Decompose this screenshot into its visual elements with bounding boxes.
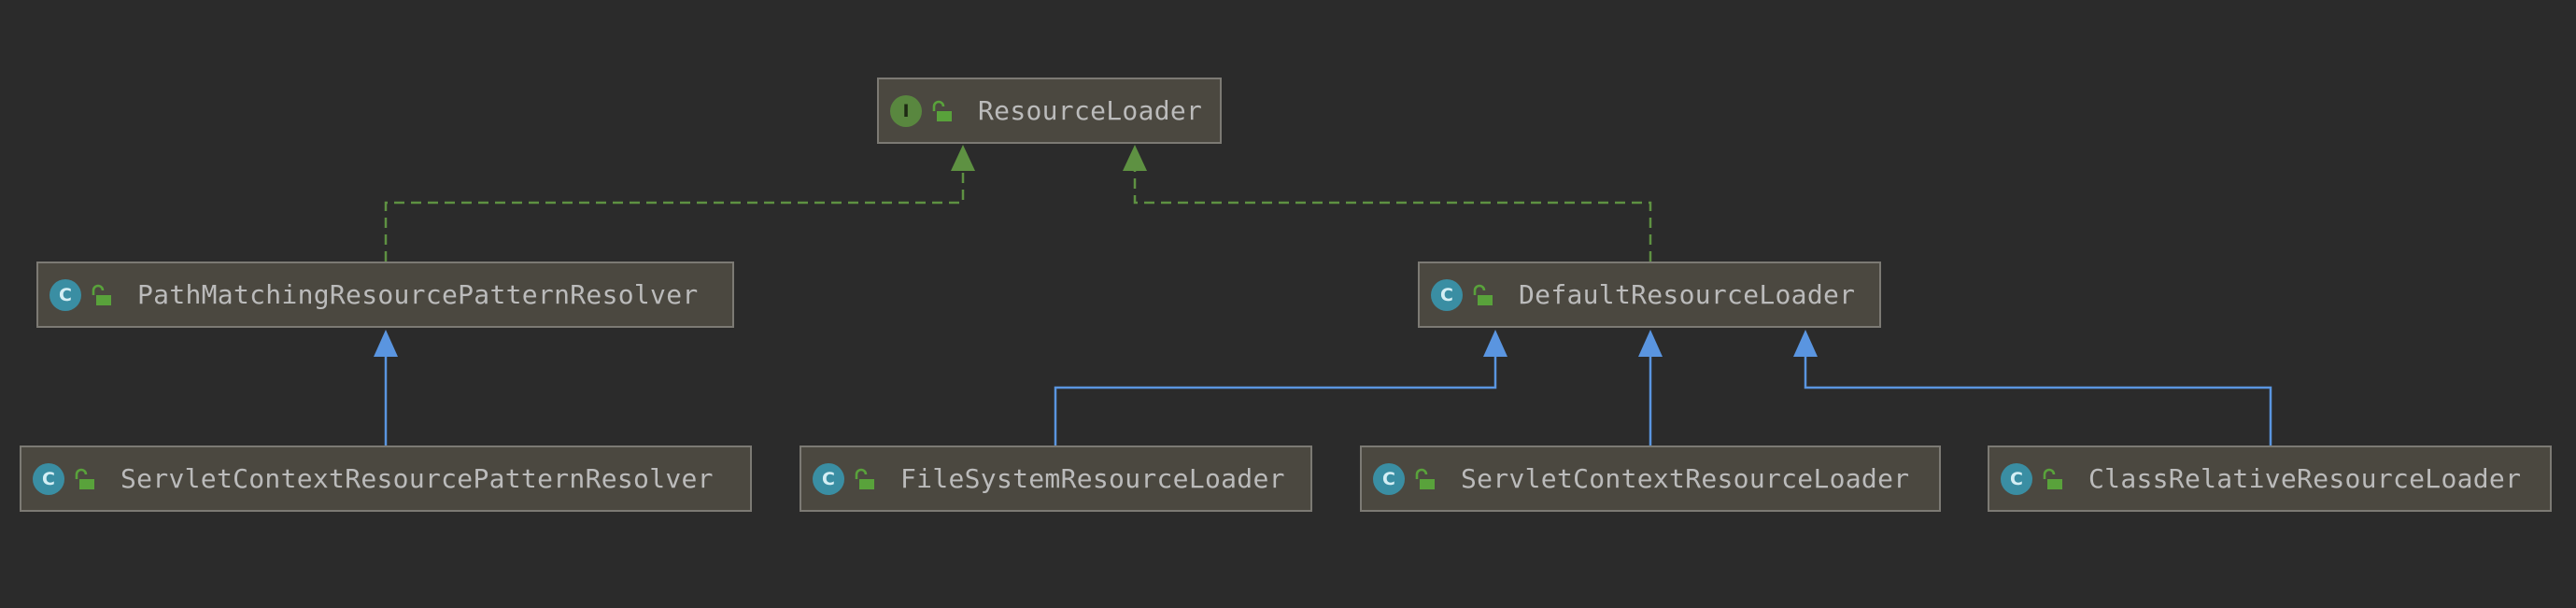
class-icon: C (1431, 278, 1463, 311)
implements-arrowhead (1123, 145, 1147, 171)
class-icon: C (33, 462, 64, 495)
node-servlet-context-resource-pattern-resolver[interactable]: C ServletContextResourcePatternResolver (20, 445, 752, 512)
class-icon: C (813, 462, 844, 495)
open-lock-icon (932, 100, 952, 121)
open-lock-icon (855, 468, 874, 489)
node-label: PathMatchingResourcePatternResolver (137, 279, 699, 310)
extends-arrowhead (374, 330, 398, 357)
node-label: FileSystemResourceLoader (900, 463, 1285, 494)
node-label: ServletContextResourceLoader (1461, 463, 1910, 494)
node-path-matching-resource-pattern-resolver[interactable]: C PathMatchingResourcePatternResolver (36, 262, 734, 328)
node-resource-loader[interactable]: I ResourceLoader (877, 78, 1222, 144)
node-file-system-resource-loader[interactable]: C FileSystemResourceLoader (800, 445, 1312, 512)
implements-arrowhead (951, 145, 975, 171)
extends-arrowhead (1638, 330, 1663, 357)
class-icon: C (50, 278, 81, 311)
node-label: ClassRelativeResourceLoader (2088, 463, 2522, 494)
class-icon: C (1373, 462, 1405, 495)
edge-path-matching-implements-resource-loader (384, 167, 965, 262)
node-default-resource-loader[interactable]: C DefaultResourceLoader (1418, 262, 1881, 328)
node-label: DefaultResourceLoader (1519, 279, 1856, 310)
edge-class-relative-loader-extends-default-loader (1804, 354, 2272, 445)
node-label: ServletContextResourcePatternResolver (120, 463, 714, 494)
node-class-relative-resource-loader[interactable]: C ClassRelativeResourceLoader (1988, 445, 2552, 512)
open-lock-icon (1473, 284, 1493, 305)
extends-arrowhead (1793, 330, 1818, 357)
node-servlet-context-resource-loader[interactable]: C ServletContextResourceLoader (1360, 445, 1941, 512)
open-lock-icon (75, 468, 94, 489)
class-icon: C (2001, 462, 2032, 495)
open-lock-icon (2043, 468, 2062, 489)
edge-default-loader-implements-resource-loader (1133, 167, 1652, 262)
edge-file-system-loader-extends-default-loader (1054, 354, 1497, 445)
open-lock-icon (1415, 468, 1435, 489)
open-lock-icon (92, 284, 111, 305)
interface-icon: I (890, 94, 922, 127)
node-label: ResourceLoader (978, 95, 1203, 126)
extends-arrowhead (1483, 330, 1507, 357)
